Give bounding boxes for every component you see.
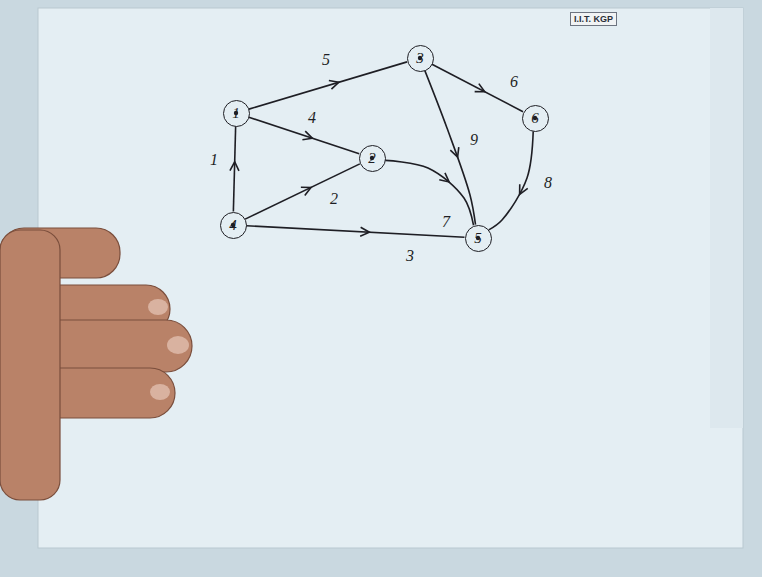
directed-edge: [385, 160, 473, 225]
arrow-head: [302, 131, 313, 142]
directed-edge: [245, 164, 360, 219]
edge-group: [249, 117, 359, 154]
vertex-number: 3: [416, 51, 424, 66]
vertex-circle: 2: [359, 145, 386, 172]
fingernail: [148, 299, 168, 315]
arrow-head: [475, 84, 487, 96]
directed-edge: [233, 126, 235, 211]
vertex-number: 6: [531, 111, 539, 126]
edge-group: [245, 164, 360, 219]
arrow-head: [301, 183, 313, 195]
fingernail: [150, 384, 170, 400]
arrow-head: [360, 227, 369, 236]
edge-weight: 1: [208, 151, 220, 169]
vertex-number: 2: [368, 151, 376, 166]
directed-edge: [249, 117, 359, 154]
directed-edge: [246, 226, 464, 238]
vertex-circle: 3: [407, 45, 434, 72]
institute-stamp: I.I.T. KGP: [570, 12, 617, 26]
hand: [0, 228, 192, 500]
edge-weight: 6: [508, 73, 520, 91]
directed-edge: [489, 131, 533, 230]
fingernail: [167, 336, 189, 354]
edge-group: [432, 64, 523, 112]
vertex-circle: 4: [220, 212, 247, 239]
vertex-dots: [231, 56, 537, 240]
edge-weight: 9: [468, 131, 480, 149]
edge-group: [246, 226, 464, 238]
paper-edge: [710, 8, 743, 428]
directed-edge: [432, 64, 523, 112]
edge-group: [230, 126, 239, 211]
palm: [0, 230, 60, 500]
vertex-number: 1: [232, 106, 240, 121]
edge-group: [385, 160, 473, 225]
edge-weight: 8: [542, 174, 554, 192]
vertex-circle: 6: [522, 105, 549, 132]
paper-sheet: [38, 8, 743, 548]
vertex-circle: 1: [223, 100, 250, 127]
edge-weight: 7: [440, 213, 452, 231]
edge-weight: 2: [328, 190, 340, 208]
vertex-number: 4: [229, 218, 237, 233]
vertex-number: 5: [474, 231, 482, 246]
arrow-head: [516, 184, 528, 196]
edge-weight: 5: [320, 51, 332, 69]
arrow-head: [439, 173, 452, 186]
arrow-head: [230, 162, 239, 171]
edge-group: [489, 131, 533, 230]
edge-weight: 3: [404, 247, 416, 265]
arrow-head: [450, 147, 462, 159]
edge-weight: 4: [306, 109, 318, 127]
vertex-circle: 5: [465, 225, 492, 252]
arrow-head: [329, 78, 340, 89]
